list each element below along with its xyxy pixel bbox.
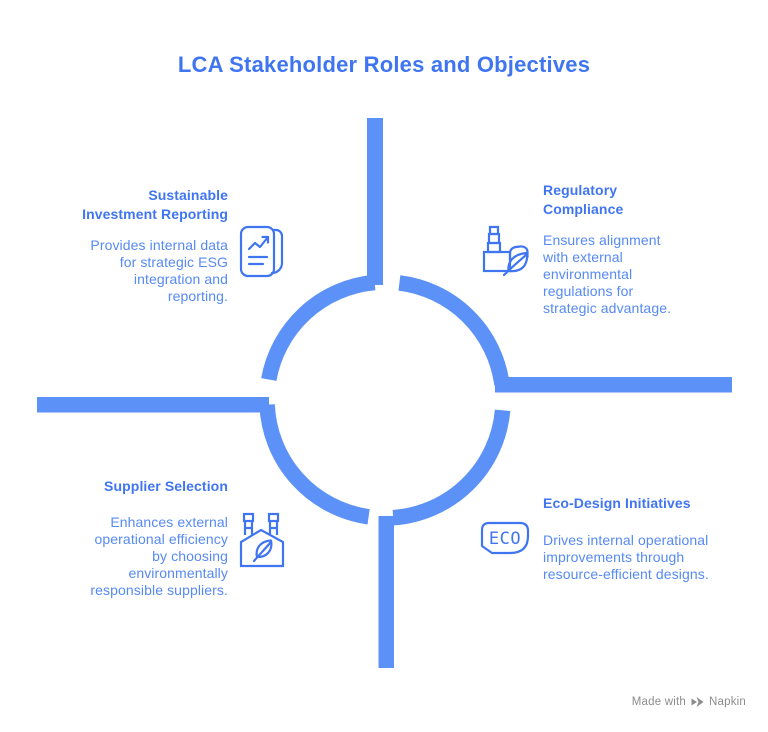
quadrant-heading: Regulatory Compliance <box>543 182 624 217</box>
hub-arms <box>37 118 732 668</box>
hub-arc-bottom-right <box>392 409 511 526</box>
quadrant-regulatory-compliance: Regulatory Compliance Ensures alignment … <box>543 181 715 317</box>
footer-credit: Made with Napkin <box>632 696 746 708</box>
footer-brand-text: Napkin <box>709 696 746 708</box>
hub-arm-top <box>367 118 383 285</box>
report-document-icon <box>238 221 288 283</box>
eco-badge-icon: ECO <box>480 521 530 556</box>
page-title: LCA Stakeholder Roles and Objectives <box>177 52 591 77</box>
footer-made-with-text: Made with <box>631 696 686 708</box>
hub-ring <box>259 274 511 526</box>
hub-arc-top-right <box>398 275 510 386</box>
quadrant-description: Ensures alignment with external environm… <box>543 232 672 316</box>
quadrant-eco-design-initiatives: Eco-Design Initiatives Drives internal o… <box>543 494 751 583</box>
quadrant-heading: Sustainable Investment Reporting <box>82 187 228 222</box>
hub-arm-bottom <box>378 516 394 668</box>
eco-factory-icon <box>239 511 285 568</box>
quadrant-sustainable-investment-reporting: Sustainable Investment Reporting Provide… <box>40 186 228 305</box>
quadrant-description: Provides internal data for strategic ESG… <box>90 237 228 304</box>
quadrant-description: Drives internal operational improvements… <box>543 532 709 582</box>
quadrant-description: Enhances external operational efficiency… <box>90 514 228 598</box>
hub-arm-left <box>37 397 269 413</box>
hub-arc-bottom-left <box>259 404 370 525</box>
napkin-logo-icon <box>691 696 704 708</box>
hub-arm-right <box>495 377 732 393</box>
quadrant-heading: Supplier Selection <box>104 478 228 494</box>
hub-arc-top-left <box>261 274 376 381</box>
eco-badge-text: ECO <box>489 529 521 549</box>
factory-leaf-icon <box>481 224 529 276</box>
quadrant-supplier-selection: Supplier Selection Enhances external ope… <box>38 477 228 599</box>
quadrant-heading: Eco-Design Initiatives <box>543 495 691 511</box>
